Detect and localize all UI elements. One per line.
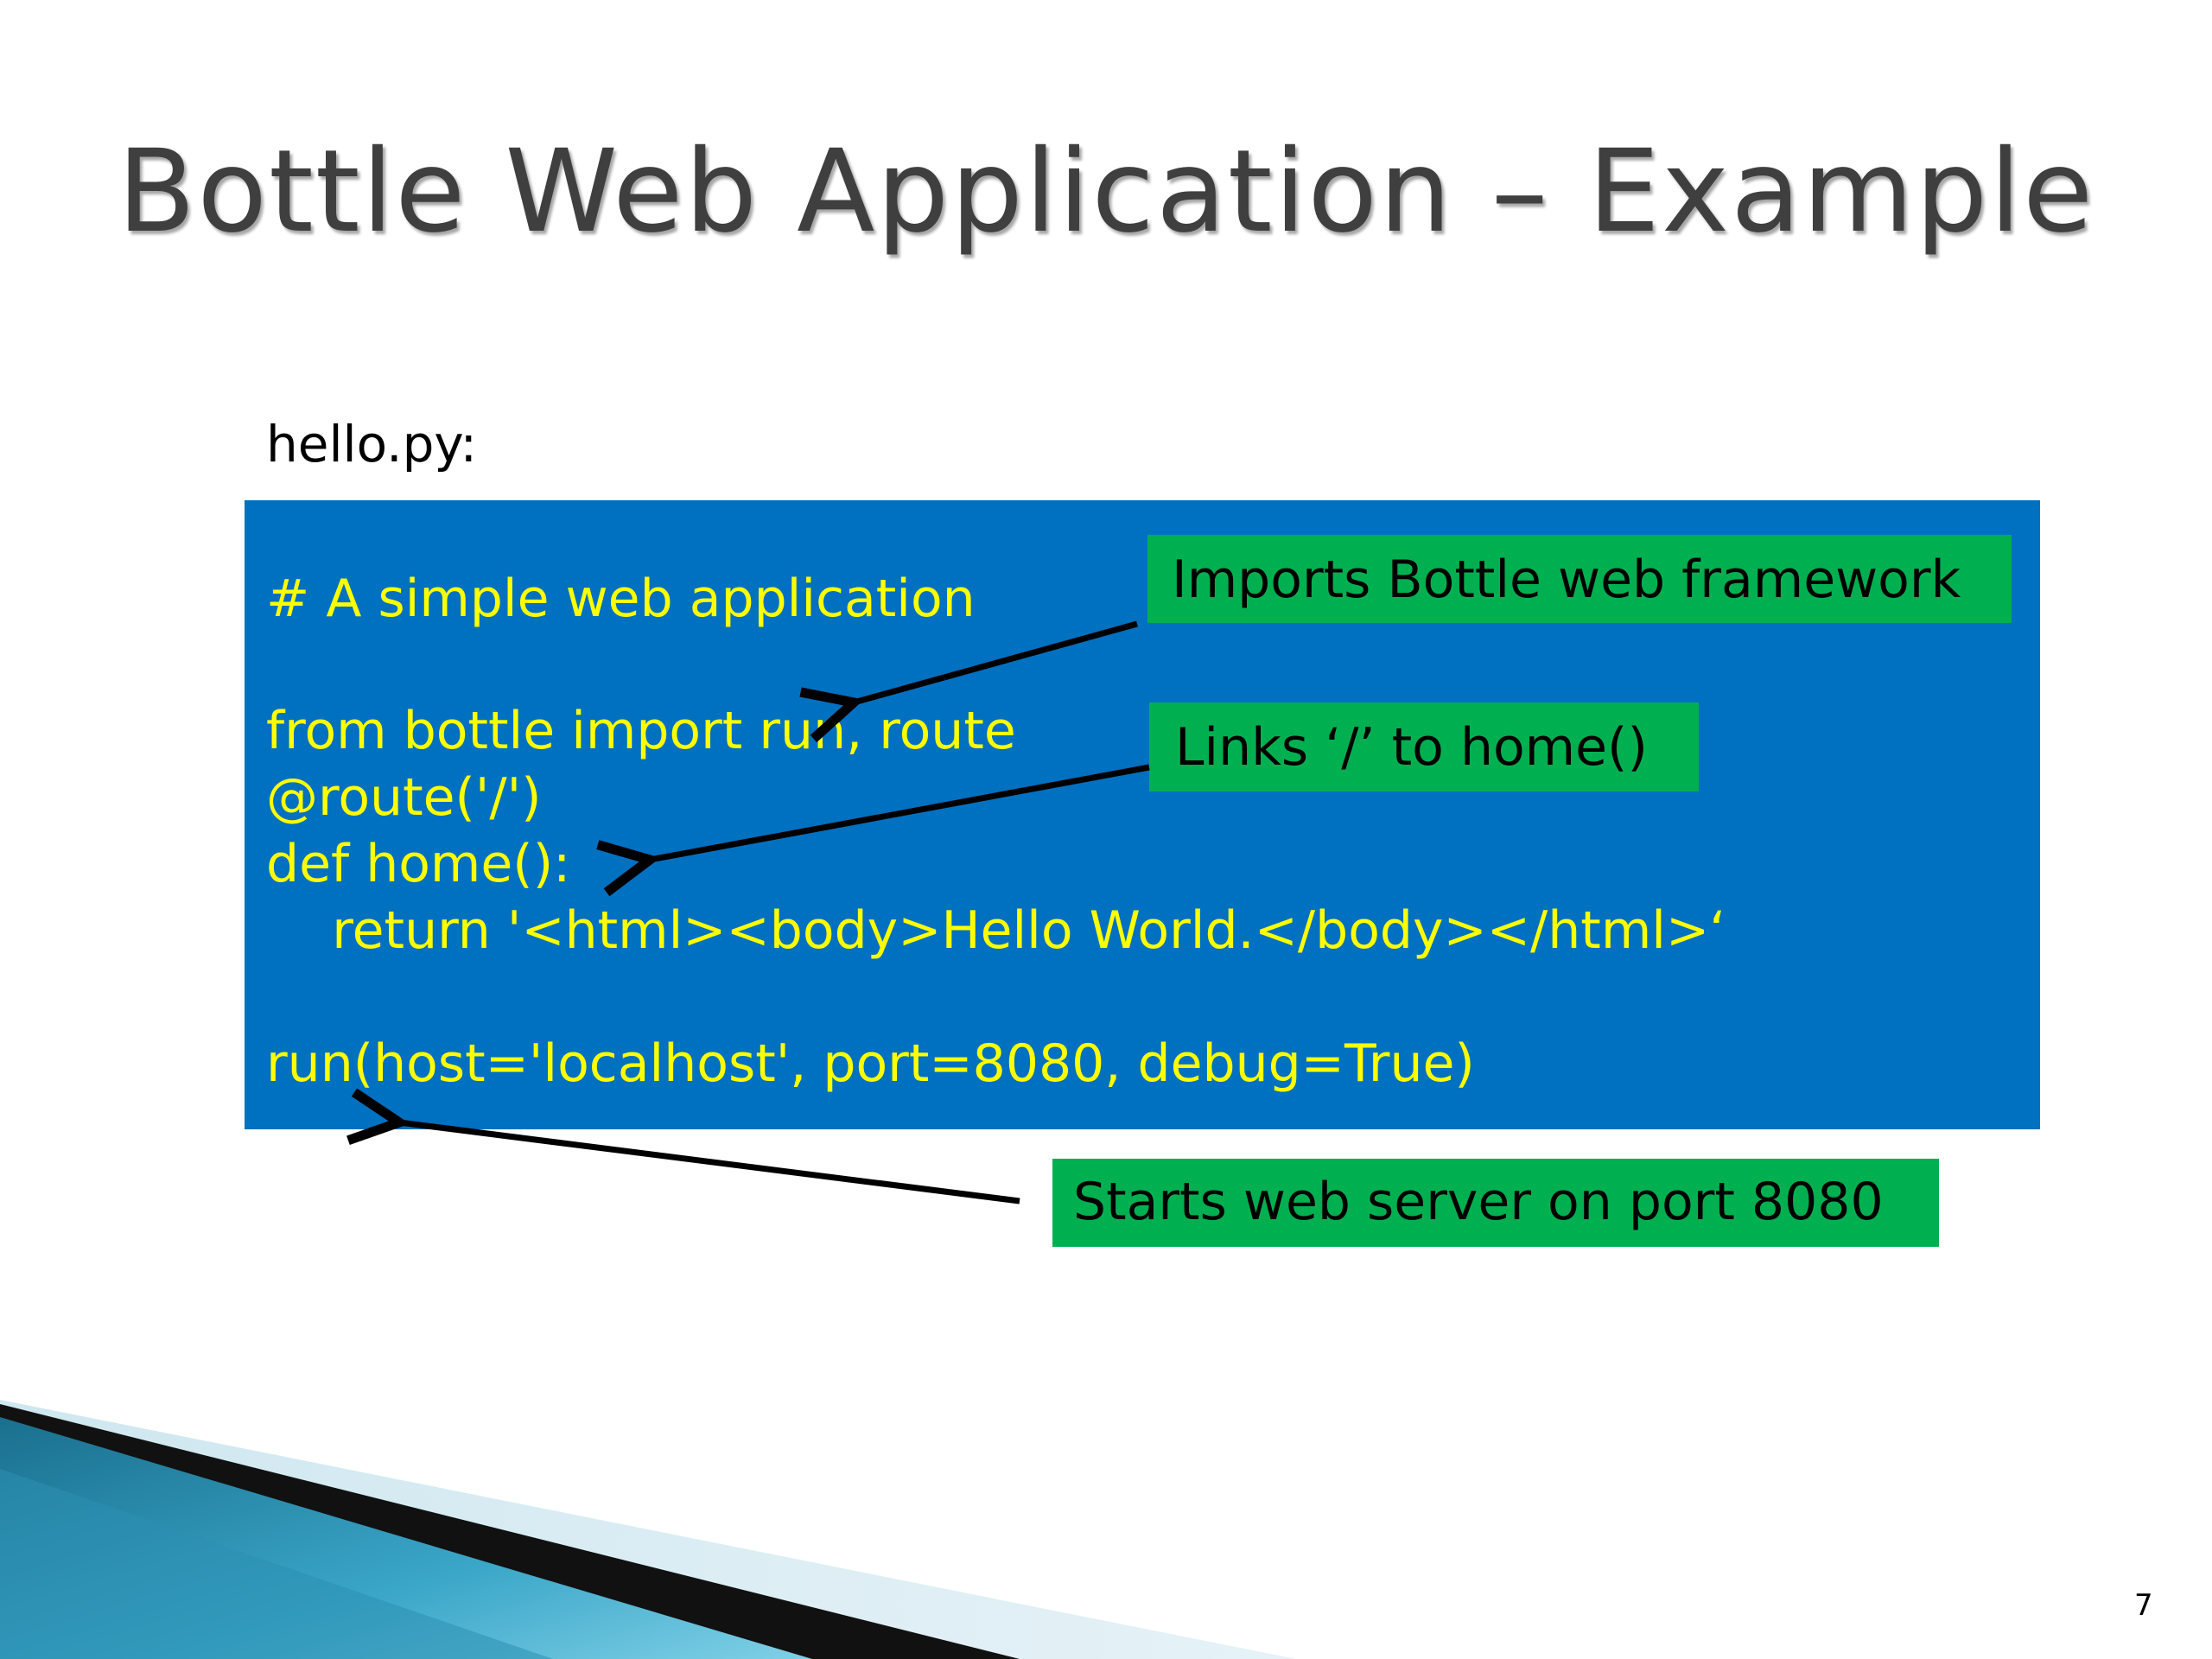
callout-links: Links ‘/’ to home() (1149, 702, 1699, 791)
code-line-decorator: @route('/') (266, 767, 542, 828)
callout-starts-server: Starts web server on port 8080 (1052, 1159, 1939, 1247)
page-number: 7 (2134, 1588, 2153, 1623)
callout-imports: Imports Bottle web framework (1147, 535, 2012, 623)
filename-label: hello.py: (266, 415, 478, 474)
code-line-run: run(host='localhost', port=8080, debug=T… (266, 1033, 1475, 1094)
slide-title: Bottle Web Application – Example (117, 125, 2095, 258)
code-line-comment: # A simple web application (266, 569, 976, 629)
code-line-import: from bottle import run, route (266, 701, 1016, 761)
code-line-return: return '<html><body>Hello World.</body><… (266, 900, 1726, 961)
code-line-def: def home(): (266, 834, 571, 894)
